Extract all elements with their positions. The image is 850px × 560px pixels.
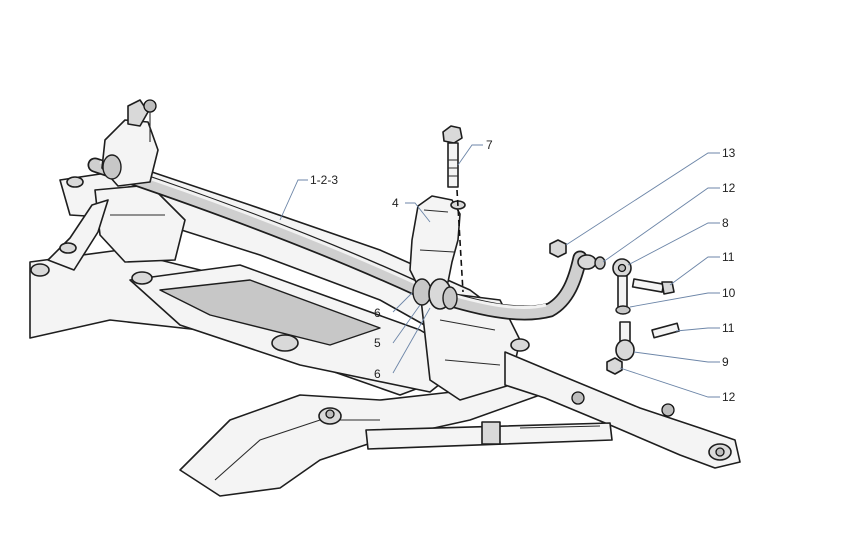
right-bar-clamp [409,195,466,291]
callout-10: 10 [722,286,736,300]
left-lower-arm [47,199,109,271]
callout-12-upper: 12 [722,181,736,195]
callout-7: 7 [486,138,493,152]
callout-6-upper: 6 [374,306,381,320]
drop-link-assembly [549,239,680,375]
callout-8: 8 [722,216,729,230]
right-lower-arm [504,351,741,469]
callout-1-2-3: 1-2-3 [310,173,338,187]
callout-9: 9 [722,355,729,369]
callout-12-lower: 12 [722,390,736,404]
left-bar-clamp [101,99,159,187]
callout-labels: 1-2-3 4 5 6 6 7 8 9 10 11 11 12 12 13 [310,138,736,404]
callout-11-lower: 11 [722,321,735,335]
callout-13: 13 [722,146,736,160]
callout-11-upper: 11 [722,250,735,264]
subframe [29,167,541,497]
bar-bushings [412,278,458,310]
callout-5: 5 [374,336,381,350]
callout-6-lower: 6 [374,367,381,381]
callout-4: 4 [392,196,399,210]
leader-lines [279,144,720,398]
clamp-bolt [442,125,464,293]
tie-rod [365,421,613,450]
